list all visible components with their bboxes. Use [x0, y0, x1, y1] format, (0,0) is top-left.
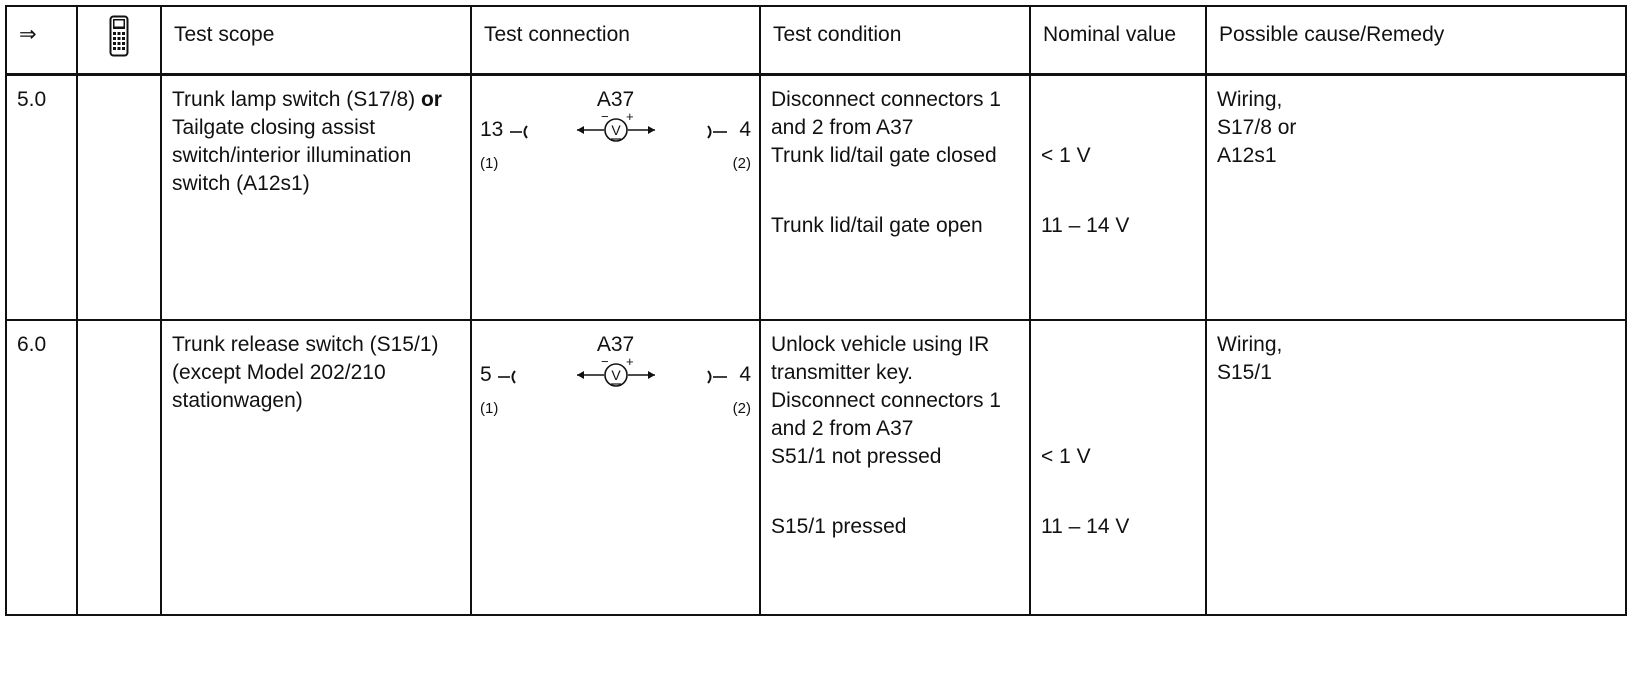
- condition-text: Trunk lid/tail gate open: [771, 214, 983, 237]
- connector-label-right: (2): [732, 155, 751, 172]
- cause-text: S17/8 or: [1217, 116, 1297, 139]
- condition-text: Trunk lid/tail gate closed: [771, 144, 997, 167]
- test-connection-header: Test connection: [470, 5, 761, 76]
- pin-left: 13: [480, 118, 504, 141]
- nominal-value: < 1 V: [1041, 144, 1091, 167]
- tester-cell: [76, 319, 162, 616]
- arrow-icon: ⇒: [19, 23, 37, 46]
- connector-label-left: (1): [480, 400, 499, 417]
- test-condition-cell: Unlock vehicle using IR transmitter key.…: [759, 319, 1031, 616]
- nominal-value-header: Nominal value: [1029, 5, 1207, 76]
- plug-left-icon: [498, 370, 516, 384]
- table-row: 6.0 Trunk release switch (S15/1) (except…: [5, 319, 1627, 616]
- scope-text: (except Model 202/210: [172, 361, 386, 384]
- handheld-tester-icon: [109, 15, 129, 57]
- possible-cause-cell: Wiring, S17/8 or A12s1: [1205, 73, 1627, 321]
- condition-text: and 2 from A37: [771, 417, 914, 440]
- cause-text: A12s1: [1217, 144, 1277, 167]
- condition-text: transmitter key.: [771, 361, 913, 384]
- tester-cell: [76, 73, 162, 321]
- voltmeter-icon: V − +: [576, 110, 655, 142]
- meter-symbol: V: [611, 122, 621, 138]
- table-row: 5.0 Trunk lamp switch (S17/8) or Tailgat…: [5, 73, 1627, 321]
- plus-sign: +: [626, 110, 634, 124]
- scope-text: switch (A12s1): [172, 172, 310, 195]
- cause-text: Wiring,: [1217, 333, 1283, 356]
- minus-sign: −: [601, 110, 609, 124]
- module-label: A37: [596, 88, 635, 111]
- pin-right: 4: [739, 118, 751, 141]
- test-condition-header: Test condition: [759, 5, 1031, 76]
- cause-text: S15/1: [1217, 361, 1272, 384]
- tester-header: [76, 5, 162, 76]
- scope-or: or: [420, 88, 442, 111]
- test-scope-cell: Trunk release switch (S15/1) (except Mod…: [160, 319, 472, 616]
- condition-text: Disconnect connectors 1: [771, 389, 1001, 412]
- plug-left-icon: [510, 125, 528, 139]
- voltmeter-icon: V − +: [576, 355, 655, 387]
- connector-label-right: (2): [732, 400, 751, 417]
- plug-right-icon: [707, 370, 727, 384]
- scope-text: Trunk lamp switch (S17/8): [172, 88, 421, 111]
- test-connection-cell: A37 5 V − +: [470, 319, 761, 616]
- nominal-value: 11 – 14 V: [1041, 214, 1130, 237]
- arrow-header: ⇒: [5, 5, 78, 76]
- scope-text: Tailgate closing assist: [172, 116, 376, 139]
- connection-diagram: A37 13 V − +: [472, 76, 759, 196]
- test-table: ⇒ Test scope Test connection Test con: [5, 5, 1627, 616]
- nominal-value-cell: < 1 V 11 – 14 V: [1029, 73, 1207, 321]
- test-scope-cell: Trunk lamp switch (S17/8) or Tailgate cl…: [160, 73, 472, 321]
- test-scope-header: Test scope: [160, 5, 472, 76]
- condition-text: and 2 from A37: [771, 116, 914, 139]
- step-number: 5.0: [5, 73, 78, 321]
- minus-sign: −: [601, 355, 609, 369]
- test-connection-cell: A37 13 V − +: [470, 73, 761, 321]
- possible-cause-header: Possible cause/Remedy: [1205, 5, 1627, 76]
- test-condition-cell: Disconnect connectors 1 and 2 from A37 T…: [759, 73, 1031, 321]
- connection-diagram: A37 5 V − +: [472, 321, 759, 441]
- condition-text: Disconnect connectors 1: [771, 88, 1001, 111]
- connector-label-left: (1): [480, 155, 499, 172]
- scope-text: stationwagen): [172, 389, 303, 412]
- condition-text: S15/1 pressed: [771, 515, 907, 538]
- condition-text: Unlock vehicle using IR: [771, 333, 990, 356]
- possible-cause-cell: Wiring, S15/1: [1205, 319, 1627, 616]
- condition-text: S51/1 not pressed: [771, 445, 942, 468]
- meter-symbol: V: [611, 367, 621, 383]
- header-row: ⇒ Test scope Test connection Test con: [5, 5, 1627, 76]
- pin-left: 5: [480, 363, 492, 386]
- module-label: A37: [596, 333, 635, 356]
- cause-text: Wiring,: [1217, 88, 1283, 111]
- scope-text: Trunk release switch (S15/1): [172, 333, 439, 356]
- pin-right: 4: [739, 363, 751, 386]
- plug-right-icon: [707, 125, 727, 139]
- step-number: 6.0: [5, 319, 78, 616]
- nominal-value: < 1 V: [1041, 445, 1091, 468]
- plus-sign: +: [626, 355, 634, 369]
- nominal-value-cell: < 1 V 11 – 14 V: [1029, 319, 1207, 616]
- scope-text: switch/interior illumination: [172, 144, 412, 167]
- nominal-value: 11 – 14 V: [1041, 515, 1130, 538]
